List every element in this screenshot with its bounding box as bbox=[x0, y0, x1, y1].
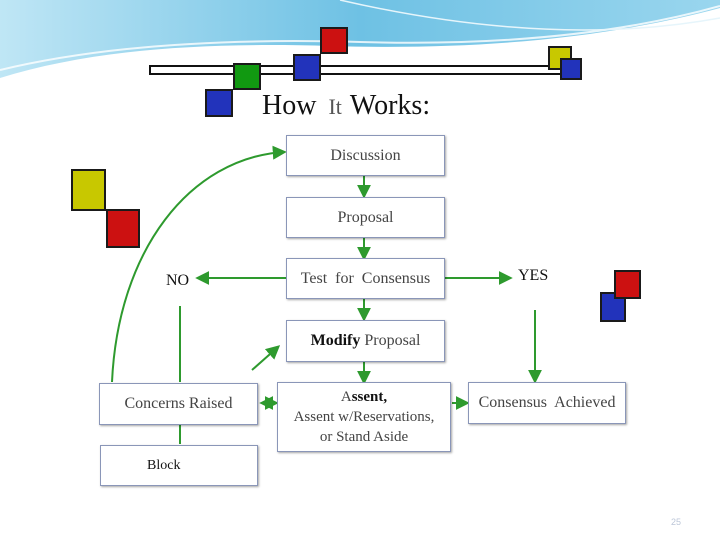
node-proposal: Proposal bbox=[286, 197, 445, 238]
title-word: Works: bbox=[349, 90, 431, 121]
label-no: NO bbox=[166, 272, 190, 289]
node-concerns-raised: Concerns Raised bbox=[99, 383, 258, 425]
node-label-part: A bbox=[340, 389, 352, 405]
node-label-bold: Modify bbox=[310, 332, 361, 349]
node-label: Proposal bbox=[337, 208, 394, 226]
node-label-rest: Proposal bbox=[360, 332, 421, 349]
arrow-concerns-modify bbox=[251, 345, 281, 371]
title-word: How bbox=[262, 90, 317, 121]
slide-title: How It Works: bbox=[262, 90, 430, 122]
yellow-square-decoration bbox=[71, 169, 106, 211]
arrow-concerns-discussion bbox=[111, 145, 287, 383]
node-test-for-consensus: Test for Consensus bbox=[286, 258, 445, 299]
title-word: It bbox=[328, 94, 342, 119]
red-square-decoration bbox=[320, 27, 348, 54]
header-swoosh-line bbox=[0, 5, 720, 71]
green-square-decoration bbox=[233, 63, 261, 90]
node-assent: Assent, Assent w/Reservations, or Stand … bbox=[277, 382, 451, 452]
node-label-line2: Assent w/Reservations, bbox=[293, 409, 435, 425]
header-swoosh bbox=[0, 0, 720, 78]
red-square-decoration bbox=[106, 209, 140, 248]
node-consensus-achieved: Consensus Achieved bbox=[468, 382, 626, 424]
node-discussion: Discussion bbox=[286, 135, 445, 176]
blue-square-decoration bbox=[560, 58, 582, 80]
red-square-decoration bbox=[614, 270, 641, 299]
header-swoosh-line bbox=[339, 0, 720, 31]
node-label: Consensus Achieved bbox=[478, 394, 616, 411]
node-label: Modify Proposal bbox=[311, 332, 421, 350]
node-block: Block bbox=[100, 445, 258, 486]
blue-square-decoration bbox=[205, 89, 233, 117]
node-label-line1: Assent, bbox=[341, 387, 387, 407]
node-label: Test for Consensus bbox=[300, 269, 431, 287]
node-label-bold: ssent, bbox=[351, 389, 388, 405]
label-yes: YES bbox=[518, 267, 549, 284]
node-label: Discussion bbox=[330, 146, 401, 164]
node-modify-proposal: Modify Proposal bbox=[286, 320, 445, 362]
blue-square-decoration bbox=[293, 54, 321, 81]
node-label: Concerns Raised bbox=[124, 395, 233, 412]
node-label: Block bbox=[147, 457, 181, 473]
title-rule bbox=[149, 65, 571, 75]
page-number: 25 bbox=[671, 517, 682, 527]
node-label-line3: or Stand Aside bbox=[319, 429, 409, 445]
